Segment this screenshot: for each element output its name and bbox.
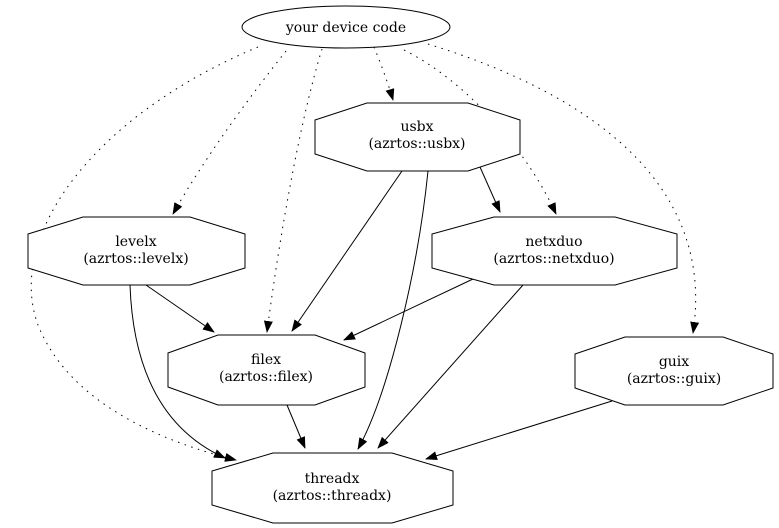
node-filex: filex (azrtos::filex): [167, 334, 366, 406]
node-netxduo-label: netxduo: [525, 234, 582, 250]
edge-device-usbx: [373, 46, 395, 101]
node-levelx-sublabel: (azrtos::levelx): [83, 251, 188, 267]
node-guix: guix (azrtos::guix): [574, 336, 774, 406]
edge-levelx-filex: [145, 284, 215, 333]
edge-device-guix: [427, 43, 700, 334]
edge-usbx-netxduo: [479, 166, 501, 213]
node-usbx-label: usbx: [400, 119, 433, 135]
node-guix-label: guix: [659, 354, 689, 370]
edge-netxduo-filex: [343, 278, 474, 341]
edges: [30, 43, 700, 462]
node-device-label: your device code: [285, 20, 406, 36]
node-usbx: usbx (azrtos::usbx): [314, 102, 521, 172]
node-threadx: threadx (azrtos::threadx): [211, 452, 454, 524]
edge-device-threadx: [30, 46, 259, 462]
node-filex-sublabel: (azrtos::filex): [219, 369, 313, 385]
node-netxduo: netxduo (azrtos::netxduo): [431, 216, 678, 286]
node-levelx: levelx (azrtos::levelx): [27, 216, 246, 286]
node-usbx-shape: [314, 102, 521, 172]
edge-device-filex: [263, 48, 323, 333]
edge-guix-threadx: [425, 400, 613, 461]
node-levelx-label: levelx: [115, 234, 156, 250]
node-guix-shape: [574, 336, 774, 406]
node-filex-shape: [167, 334, 366, 406]
node-filex-label: filex: [251, 352, 281, 368]
node-threadx-sublabel: (azrtos::threadx): [273, 488, 392, 504]
node-guix-sublabel: (azrtos::guix): [627, 371, 721, 387]
edge-netxduo-threadx: [377, 284, 524, 449]
node-usbx-sublabel: (azrtos::usbx): [368, 136, 465, 152]
node-netxduo-sublabel: (azrtos::netxduo): [493, 251, 614, 267]
node-netxduo-shape: [431, 216, 678, 286]
node-threadx-label: threadx: [305, 471, 360, 487]
edge-filex-threadx: [286, 404, 306, 449]
edge-device-levelx: [172, 50, 287, 215]
node-threadx-shape: [211, 452, 454, 524]
edge-usbx-threadx: [357, 170, 429, 450]
edge-usbx-filex: [291, 170, 403, 332]
node-levelx-shape: [27, 216, 246, 286]
node-device-shape: [241, 5, 451, 49]
node-device: your device code: [241, 5, 451, 49]
edge-levelx-threadx: [129, 284, 226, 459]
